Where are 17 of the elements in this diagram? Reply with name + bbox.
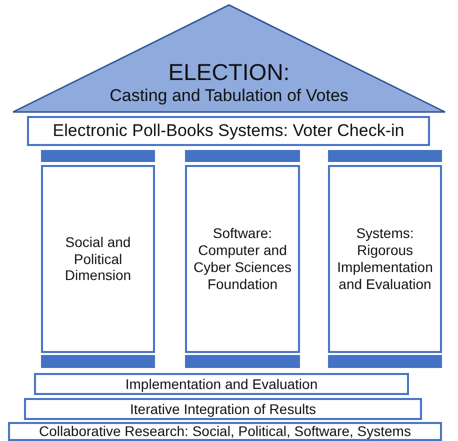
roof-title: ELECTION: [168, 60, 290, 85]
banner-box [8, 422, 442, 441]
pillar-box [41, 165, 155, 353]
banner-box [27, 116, 430, 146]
box-text: Social and Political Dimension [64, 234, 132, 284]
box-text: Iterative Integration of Results [130, 400, 316, 418]
banner-box [34, 373, 409, 395]
box-text: Implementation and Evaluation [125, 376, 318, 392]
pillar-box [185, 165, 300, 353]
box-text: Electronic Poll-Books Systems: Voter Check-in [52, 120, 404, 142]
box-text: Software: Computer and Cyber Sciences Foundation [193, 225, 292, 293]
box-text: Collaborative Research: Social, Political, Software, Systems [39, 423, 411, 440]
banner-box [24, 398, 422, 420]
box-text: Systems: Rigorous Implementation and Evaluation [336, 225, 434, 293]
roof-subtitle: Casting and Tabulation of Votes [110, 84, 348, 107]
roof-shape [12, 4, 446, 113]
pillar-box [328, 165, 442, 353]
